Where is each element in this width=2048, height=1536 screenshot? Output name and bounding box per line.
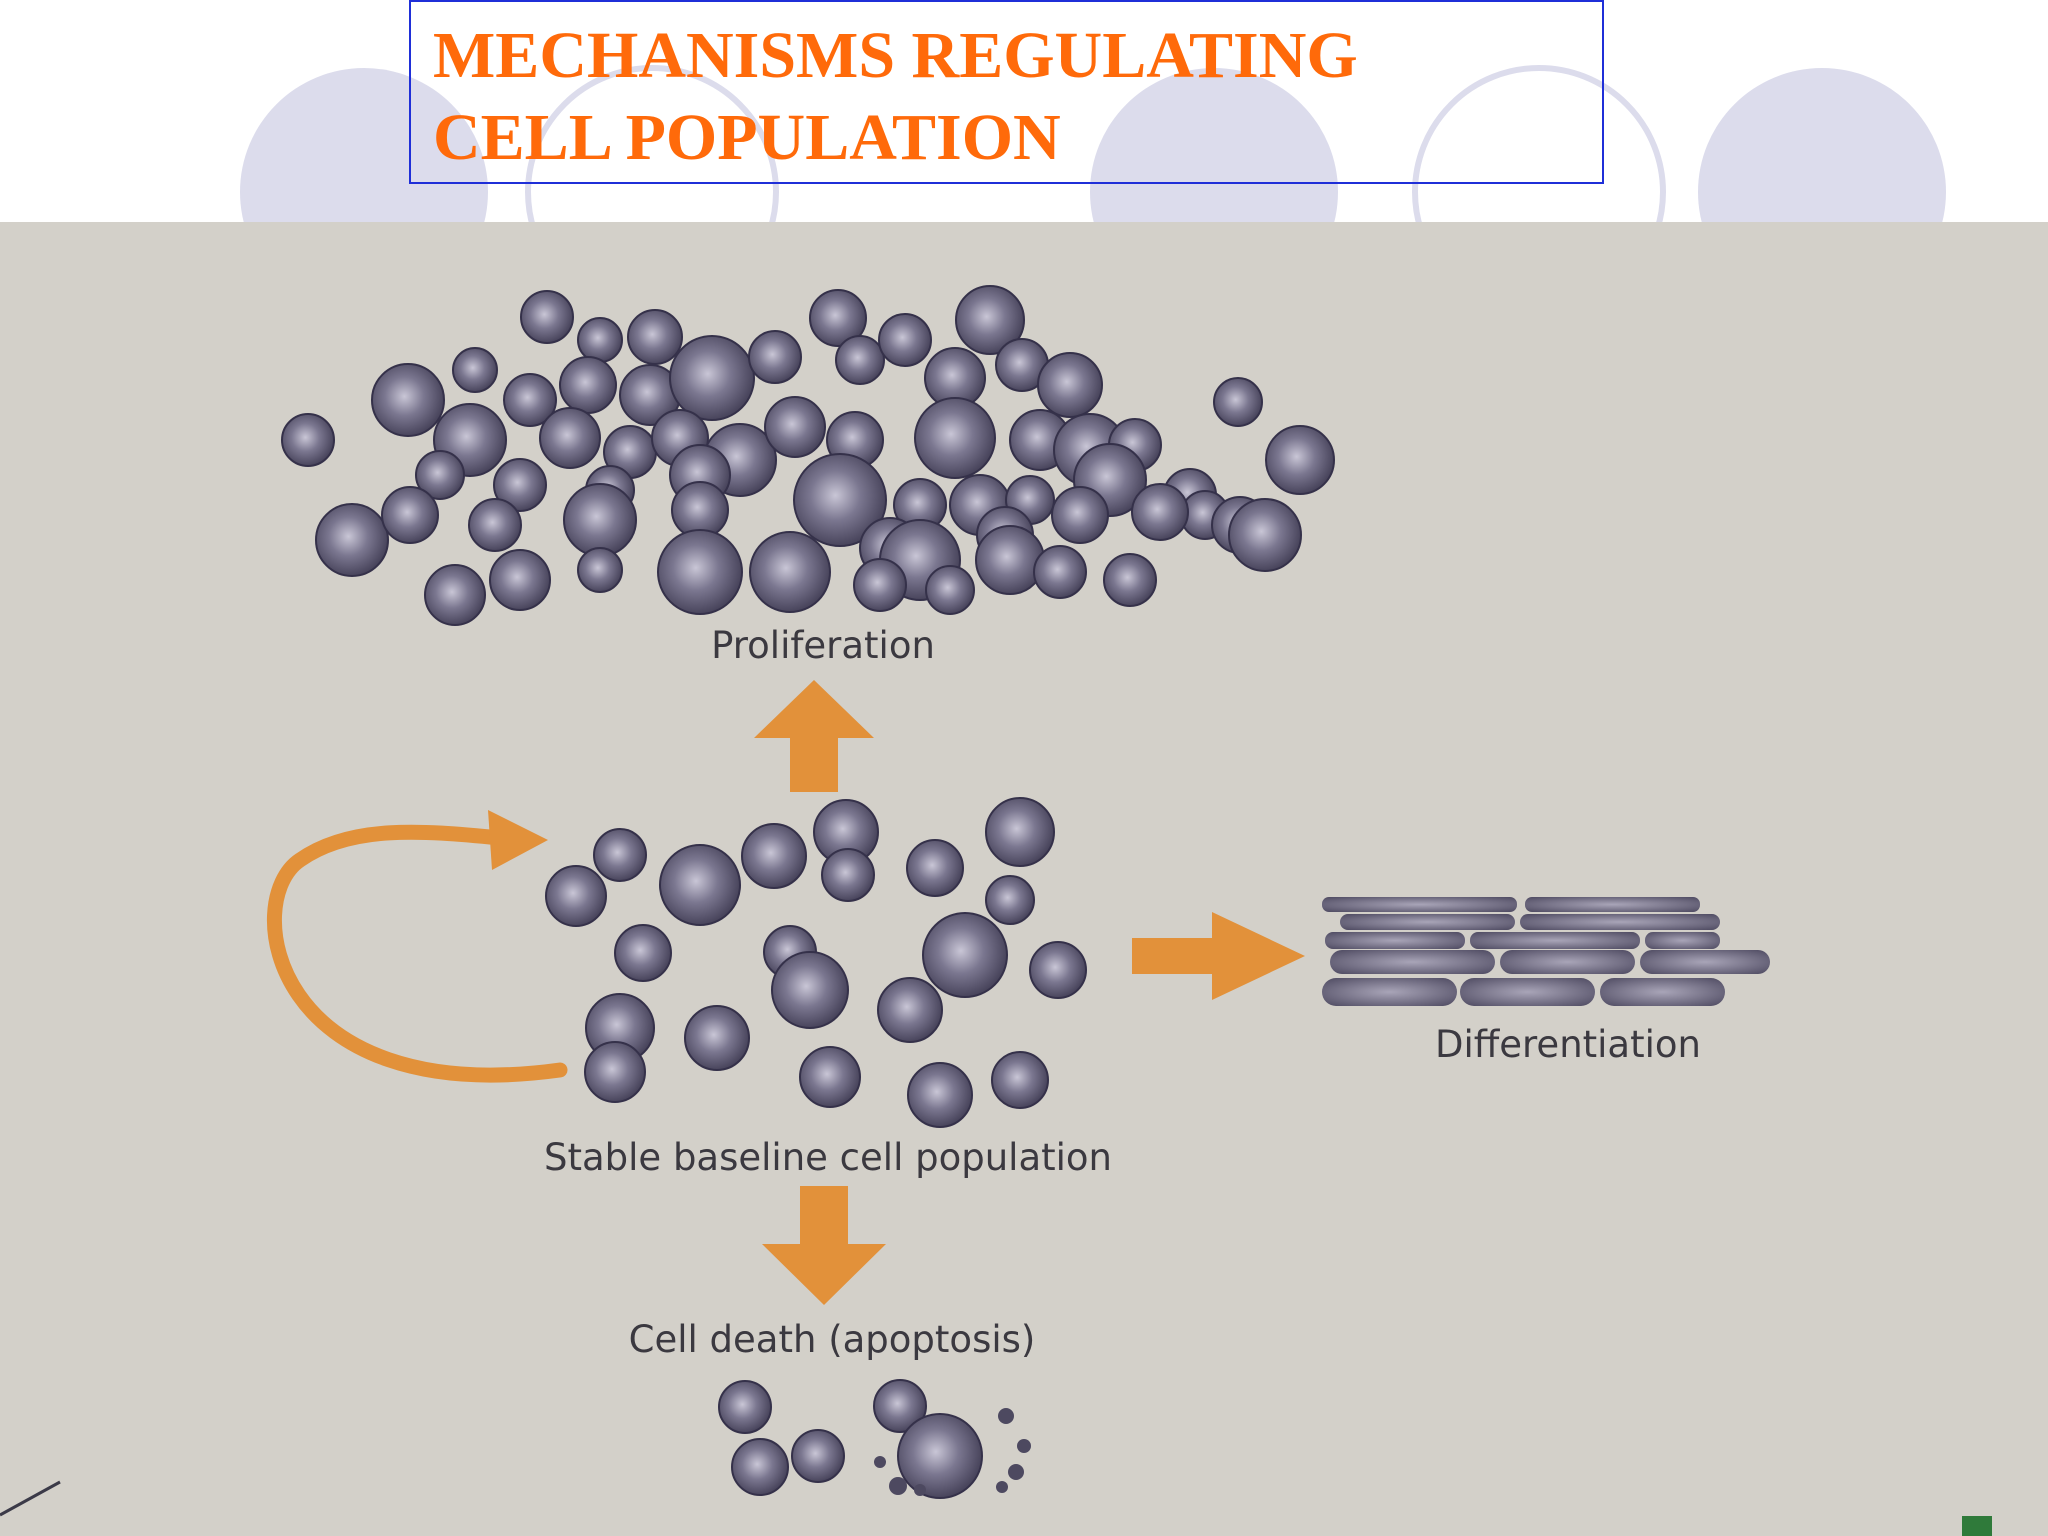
cell: [493, 458, 547, 512]
cell: [415, 450, 465, 500]
cell: [281, 413, 335, 467]
cell: [627, 309, 683, 365]
cell: [922, 912, 1008, 998]
cell: [545, 865, 607, 927]
cell: [669, 335, 755, 421]
cell: [1228, 498, 1302, 572]
cell: [985, 797, 1055, 867]
cell: [878, 313, 932, 367]
cell: [799, 1046, 861, 1108]
cell: [452, 347, 498, 393]
cell: [809, 289, 867, 347]
cell: [975, 525, 1045, 595]
cell: [835, 335, 885, 385]
cell: [468, 498, 522, 552]
cell: [1029, 941, 1087, 999]
cell: [873, 1379, 927, 1433]
apoptosis-arrow: [762, 1186, 886, 1305]
cell: [539, 407, 601, 469]
cell: [914, 397, 996, 479]
differentiation-arrow: [1132, 912, 1305, 1000]
cell: [749, 531, 831, 613]
cell: [1213, 377, 1263, 427]
proliferating-cells: [281, 285, 1335, 626]
cell: [925, 565, 975, 615]
cell: [577, 317, 623, 363]
cell: [1037, 352, 1103, 418]
title-line-2: CELL POPULATION: [433, 101, 1061, 174]
cell: [853, 558, 907, 612]
label-baseline-population: Stable baseline cell population: [544, 1136, 1112, 1179]
cell: [684, 1005, 750, 1071]
cell: [520, 290, 574, 344]
cell: [315, 503, 389, 577]
cell: [1033, 545, 1087, 599]
cell: [793, 453, 887, 547]
page-edge-mark: [0, 1480, 61, 1517]
cell: [657, 529, 743, 615]
cell: [1103, 553, 1157, 607]
differentiated-cells: [1322, 897, 1770, 1006]
cell: [821, 848, 875, 902]
cell: [1131, 483, 1189, 541]
label-differentiation: Differentiation: [1435, 1023, 1701, 1066]
cell: [985, 875, 1035, 925]
cell: [563, 483, 637, 557]
cell: [371, 363, 445, 437]
cell: [791, 1429, 845, 1483]
self-renewal-arrow: [267, 824, 568, 1083]
cell: [897, 1413, 983, 1499]
cell: [955, 285, 1025, 355]
cell: [381, 486, 439, 544]
cell: [1265, 425, 1335, 495]
cell: [659, 844, 741, 926]
label-apoptosis: Cell death (apoptosis): [629, 1318, 1036, 1361]
cell: [424, 564, 486, 626]
cell: [748, 330, 802, 384]
baseline-cells: [545, 797, 1087, 1128]
cell: [877, 977, 943, 1043]
cell: [741, 823, 807, 889]
title-line-1: MECHANISMS REGULATING: [433, 19, 1358, 92]
proliferation-arrow: [754, 680, 874, 792]
cell: [614, 924, 672, 982]
cell: [718, 1380, 772, 1434]
cell: [503, 373, 557, 427]
apoptotic-cells: [718, 1379, 983, 1499]
cell: [991, 1051, 1049, 1109]
cell: [489, 549, 551, 611]
cell: [593, 828, 647, 882]
cell: [907, 1062, 973, 1128]
apoptotic-blebs: [874, 1408, 1031, 1496]
slide-title: MECHANISMS REGULATING CELL POPULATION: [409, 0, 1604, 184]
cell: [906, 839, 964, 897]
cell: [731, 1438, 789, 1496]
page-corner-mark: [1962, 1516, 1992, 1536]
cell: [577, 547, 623, 593]
cell: [1051, 486, 1109, 544]
cell-population-diagram: Proliferation Differentiation Stable bas…: [0, 222, 2048, 1536]
cell: [559, 356, 617, 414]
label-proliferation: Proliferation: [711, 624, 935, 667]
cell: [584, 1041, 646, 1103]
cell: [764, 396, 826, 458]
cell: [771, 951, 849, 1029]
decorative-circles: [240, 65, 1946, 230]
